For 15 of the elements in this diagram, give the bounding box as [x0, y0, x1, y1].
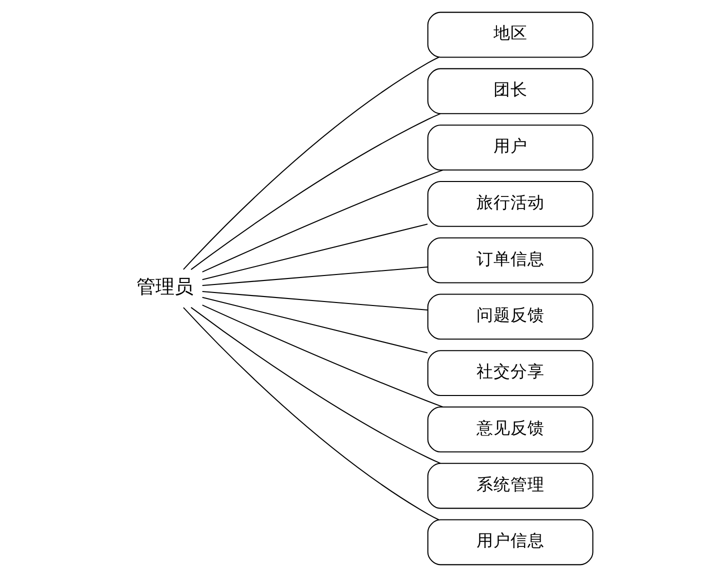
node-box: 社交分享: [427, 350, 594, 396]
node-box: 用户: [427, 124, 594, 171]
node-box: 旅行活动: [427, 180, 594, 227]
node-box: 意见反馈: [427, 406, 594, 452]
connector: [202, 266, 428, 286]
node-box: 问题反馈: [427, 294, 594, 340]
node-box: 系统管理: [427, 462, 594, 509]
node-box: 订单信息: [427, 237, 594, 284]
node-box: 地区: [427, 12, 594, 58]
node-box: 团长: [427, 68, 594, 114]
node-text: 管理员: [136, 277, 194, 298]
connector: [202, 296, 428, 354]
connector: [202, 290, 428, 310]
connector: [202, 224, 428, 280]
node-box: 用户信息: [427, 519, 594, 566]
